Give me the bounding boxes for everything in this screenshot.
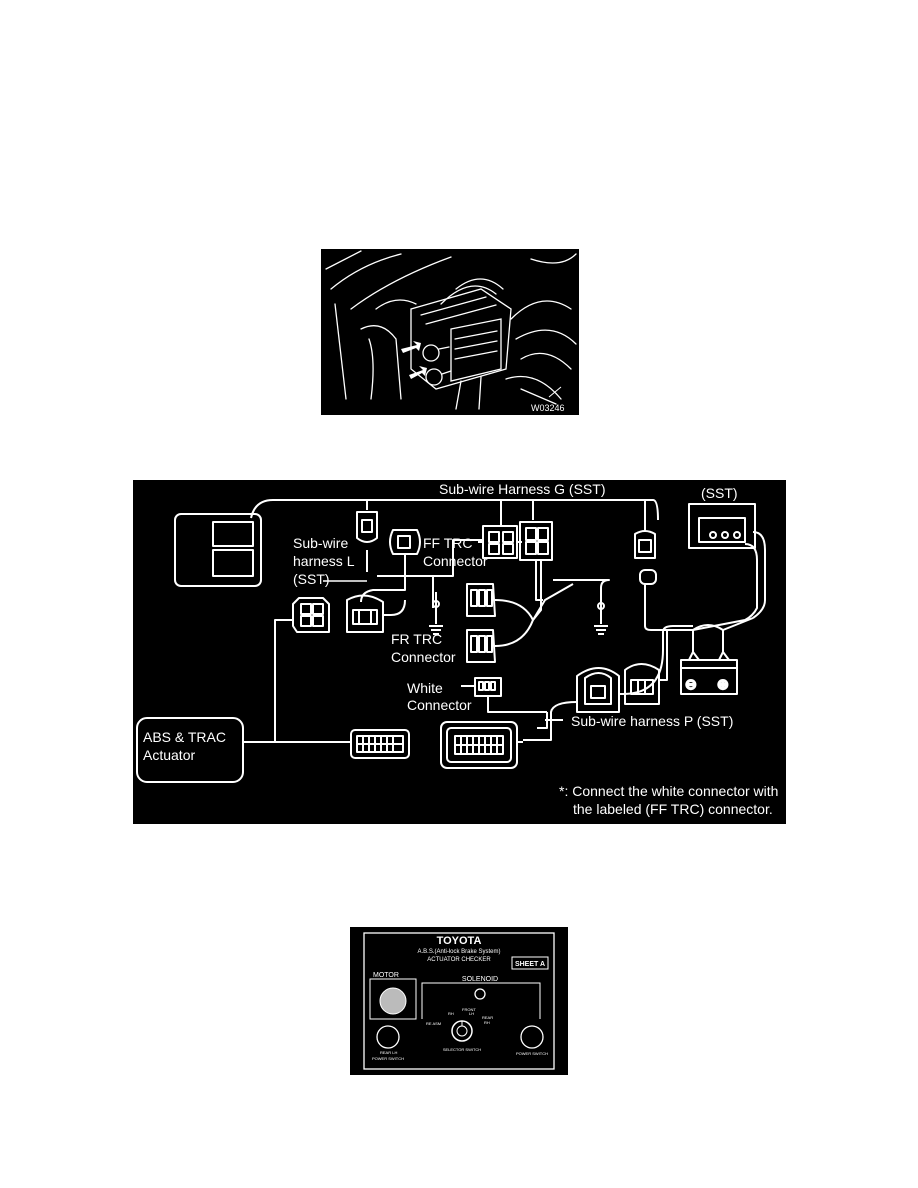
harness-p-label: Sub-wire harness P (SST) [571, 713, 733, 729]
motor-label: MOTOR [373, 972, 399, 979]
lh-label: LH [469, 1011, 474, 1016]
harness-p-connector-2 [624, 663, 660, 705]
rear-label: REAR [482, 1015, 493, 1020]
ff-trc-label-line2: Connector [423, 553, 488, 569]
small-connector [356, 511, 378, 543]
note-line2: the labeled (FF TRC) connector. [573, 801, 773, 817]
actuator-checker-figure: TOYOTA A.B.S.(Anti-lock Brake System) AC… [350, 927, 568, 1075]
ff-trc-connector [466, 583, 496, 617]
front-label: FRONT [462, 1007, 476, 1012]
small-connector-right [634, 530, 656, 559]
battery-positive: ⊕ [717, 676, 729, 692]
checker-brand: TOYOTA [437, 935, 482, 947]
harness-l-label-line1: Sub-wire [293, 535, 348, 551]
harness-l-connector-right [346, 594, 384, 633]
wiring-diagram: ⊖ ⊕ [136, 481, 778, 817]
ground-symbol-right [594, 588, 608, 635]
sst-checker-box [688, 503, 756, 549]
fr-trc-label-line1: FR TRC [391, 631, 442, 647]
rear-rh-label: RH [484, 1020, 490, 1025]
sst-label: (SST) [701, 485, 738, 501]
rh-label: RH [448, 1011, 454, 1016]
figure-code: W03246 [531, 403, 565, 413]
solenoid-indicator [474, 988, 486, 1000]
harness-g-label: Sub-wire Harness G (SST) [439, 481, 605, 497]
harness-g-connector-right [519, 521, 553, 561]
battery-negative: ⊖ [685, 676, 697, 692]
power-switch-right-label: POWER SWITCH [516, 1051, 548, 1056]
re-asm-label: RE ASM [426, 1021, 441, 1026]
checker-device: ACTUATOR CHECKER [427, 957, 491, 963]
power-switch-right[interactable] [520, 1025, 544, 1049]
harness-l-label-line3: (SST) [293, 571, 330, 587]
white-connector-label-line2: Connector [407, 697, 472, 713]
selector-switch-label: SELECTOR SWITCH [443, 1047, 481, 1052]
actuator-photo-figure: W03246 [321, 249, 579, 415]
fr-trc-label-line2: Connector [391, 649, 456, 665]
sheet-label: SHEET A [515, 961, 545, 968]
small-connector-lower [639, 569, 657, 585]
actuator-checker-panel: TOYOTA A.B.S.(Anti-lock Brake System) AC… [363, 932, 555, 1070]
white-connector-label-line1: White [407, 680, 443, 696]
arrow-icon [401, 341, 421, 353]
actuator-harness-connector [350, 729, 410, 759]
actuator-label-line2: Actuator [143, 747, 195, 763]
actuator-wire [243, 619, 293, 743]
wiring-diagram-figure: ⊖ ⊕ [133, 480, 786, 824]
power-switch-left-label: POWER SWITCH [372, 1056, 404, 1061]
harness-l-connector [389, 529, 421, 555]
solenoid-label: SOLENOID [462, 976, 498, 983]
checker-system: A.B.S.(Anti-lock Brake System) [417, 949, 500, 955]
actuator-label-line1: ABS & TRAC [143, 729, 226, 745]
arrow-icon [409, 366, 427, 379]
harness-l-label-line2: harness L [293, 553, 355, 569]
harness-p-connector-1 [576, 667, 620, 713]
sheet-badge [511, 956, 549, 970]
rear-lh-label: REAR LH [380, 1050, 397, 1055]
checker-panel-frame [363, 932, 555, 1070]
motor-indicator [379, 987, 407, 1015]
battery [680, 659, 738, 695]
junction-box [174, 513, 262, 587]
power-switch-left[interactable] [376, 1025, 400, 1049]
ff-trc-label-line1: FF TRC [423, 535, 473, 551]
ff-trc-top-connector [478, 525, 522, 559]
fr-trc-connector [466, 629, 496, 663]
white-connector [474, 677, 502, 697]
harness-g-wire [250, 499, 659, 521]
note-line1: *: Connect the white connector with [559, 783, 778, 799]
harness-p-main-connector [440, 721, 518, 769]
ground-symbol-left [429, 592, 443, 635]
actuator-photo-illustration: W03246 [325, 250, 577, 413]
abs-trac-actuator [136, 717, 244, 783]
harness-l-connector-left [292, 597, 330, 633]
